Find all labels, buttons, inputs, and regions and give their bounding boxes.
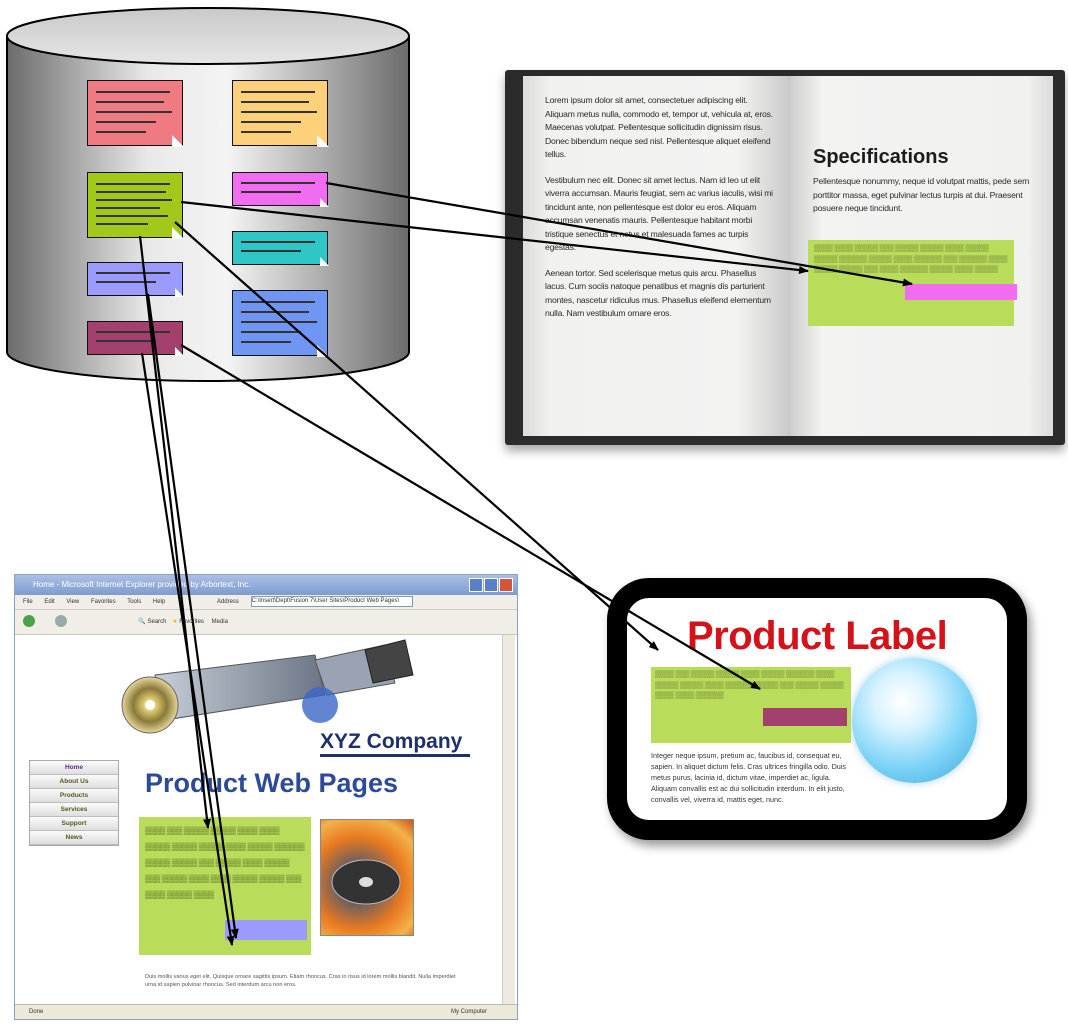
address-input[interactable]: C:\Insert\Dept\Fusion 7\User Sites\Produ… [250, 595, 413, 607]
sphere-icon [852, 658, 977, 783]
status-zone: My Computer [450, 1009, 487, 1015]
web-content-block: ▒▒▒▒ ▒▒▒ ▒▒▒▒▒ ▒▒▒▒▒ ▒▒▒▒ ▒▒▒▒ ▒▒▒▒▒ ▒▒▒… [139, 817, 311, 955]
window-controls [468, 578, 513, 600]
note-teal [232, 231, 329, 266]
cd-photo [320, 819, 414, 936]
note-blue [232, 290, 329, 357]
maximize-button[interactable] [484, 578, 498, 592]
menu-favorites[interactable]: Favorites [90, 599, 116, 605]
book-paragraph: Lorem ipsum dolor sit amet, consectetuer… [545, 95, 773, 159]
cd-disc-icon [331, 859, 401, 905]
back-icon[interactable] [23, 615, 35, 628]
book-left-page: Lorem ipsum dolor sit amet, consectetuer… [523, 76, 791, 436]
menu-view[interactable]: View [66, 599, 80, 605]
book-content-block: ▒▒▒▒ ▒▒▒▒ ▒▒▒▒▒ ▒▒▒ ▒▒▒▒▒ ▒▒▒▒▒ ▒▒▒▒ ▒▒▒… [808, 240, 1017, 326]
status-bar: Done My Computer [15, 1004, 517, 1019]
database-diagram [0, 0, 420, 390]
favorites-star-icon[interactable]: ★ [172, 619, 178, 625]
hero-image [115, 635, 415, 745]
menu-tools[interactable]: Tools [127, 599, 142, 605]
book-paragraph: Vestibulum nec elit. Donec sit amet lect… [545, 174, 773, 253]
database-cylinder-icon [6, 7, 410, 382]
note-orange [232, 80, 329, 147]
web-highlight-lavender [225, 920, 307, 940]
vertical-scrollbar[interactable] [502, 635, 515, 1005]
menu-edit[interactable]: Edit [44, 599, 55, 605]
label-highlight-maroon [763, 708, 847, 726]
browser-titlebar: Home - Microsoft Internet Explorer provi… [15, 575, 517, 595]
minimize-button[interactable] [469, 578, 483, 592]
company-name: XYZ Company [320, 730, 471, 757]
search-icon[interactable]: 🔍 [138, 619, 146, 625]
note-magenta [232, 172, 329, 207]
nav-item-about-us[interactable]: About Us [30, 775, 118, 789]
close-button[interactable] [499, 578, 513, 592]
favorites-button[interactable]: Favorites [179, 619, 204, 625]
site-nav: Home About Us Products Services Support … [29, 760, 119, 846]
note-red [87, 80, 184, 147]
menu-help[interactable]: Help [152, 599, 166, 605]
forward-icon[interactable] [54, 615, 67, 628]
nav-item-services[interactable]: Services [30, 803, 118, 817]
media-button[interactable]: Media [211, 619, 228, 625]
nav-item-support[interactable]: Support [30, 817, 118, 831]
footer-text: Duis mollis varius eget elit. Quisque or… [145, 974, 456, 988]
nav-item-home[interactable]: Home [30, 761, 118, 775]
browser-window: Home - Microsoft Internet Explorer provi… [14, 574, 518, 1020]
book-paragraph: Pellentesque nonummy, neque id volutpat … [813, 176, 1030, 213]
search-button[interactable]: Search [147, 619, 167, 625]
menu-file[interactable]: File [23, 599, 33, 605]
book-image: Lorem ipsum dolor sit amet, consectetuer… [505, 70, 1065, 445]
menu-bar: File Edit View Favorites Tools Help Addr… [15, 595, 517, 610]
book-heading: Specifications [813, 146, 949, 168]
status-done: Done [29, 1009, 44, 1015]
page-title: Product Web Pages [145, 768, 399, 798]
label-content-block: ▒▒▒▒ ▒▒▒ ▒▒▒▒▒ ▒▒▒▒▒ ▒▒▒▒ ▒▒▒▒▒ ▒▒▒▒▒▒ ▒… [651, 667, 851, 743]
book-right-page: Specifications Pellentesque nonummy, neq… [791, 76, 1053, 436]
product-label-image: Product Label ▒▒▒▒ ▒▒▒ ▒▒▒▒▒ ▒▒▒▒▒ ▒▒▒▒ … [607, 578, 1027, 840]
nav-item-news[interactable]: News [30, 831, 118, 845]
address-label: Address [216, 599, 239, 605]
note-maroon [87, 321, 184, 356]
book-highlight-magenta [905, 284, 1017, 300]
product-label-title: Product Label [687, 614, 948, 658]
laptop-cd-graphic-icon [121, 639, 414, 734]
note-lavender [87, 262, 184, 297]
book-paragraph: Aenean tortor. Sed scelerisque metus qui… [545, 267, 771, 319]
nav-item-products[interactable]: Products [30, 789, 118, 803]
browser-toolbar: 🔍 Search ★ Favorites Media [15, 610, 517, 635]
window-title: Home - Microsoft Internet Explorer provi… [33, 580, 251, 589]
product-label-body: Integer neque ipsum, pretium ac, faucibu… [651, 751, 846, 804]
note-green [87, 172, 184, 239]
